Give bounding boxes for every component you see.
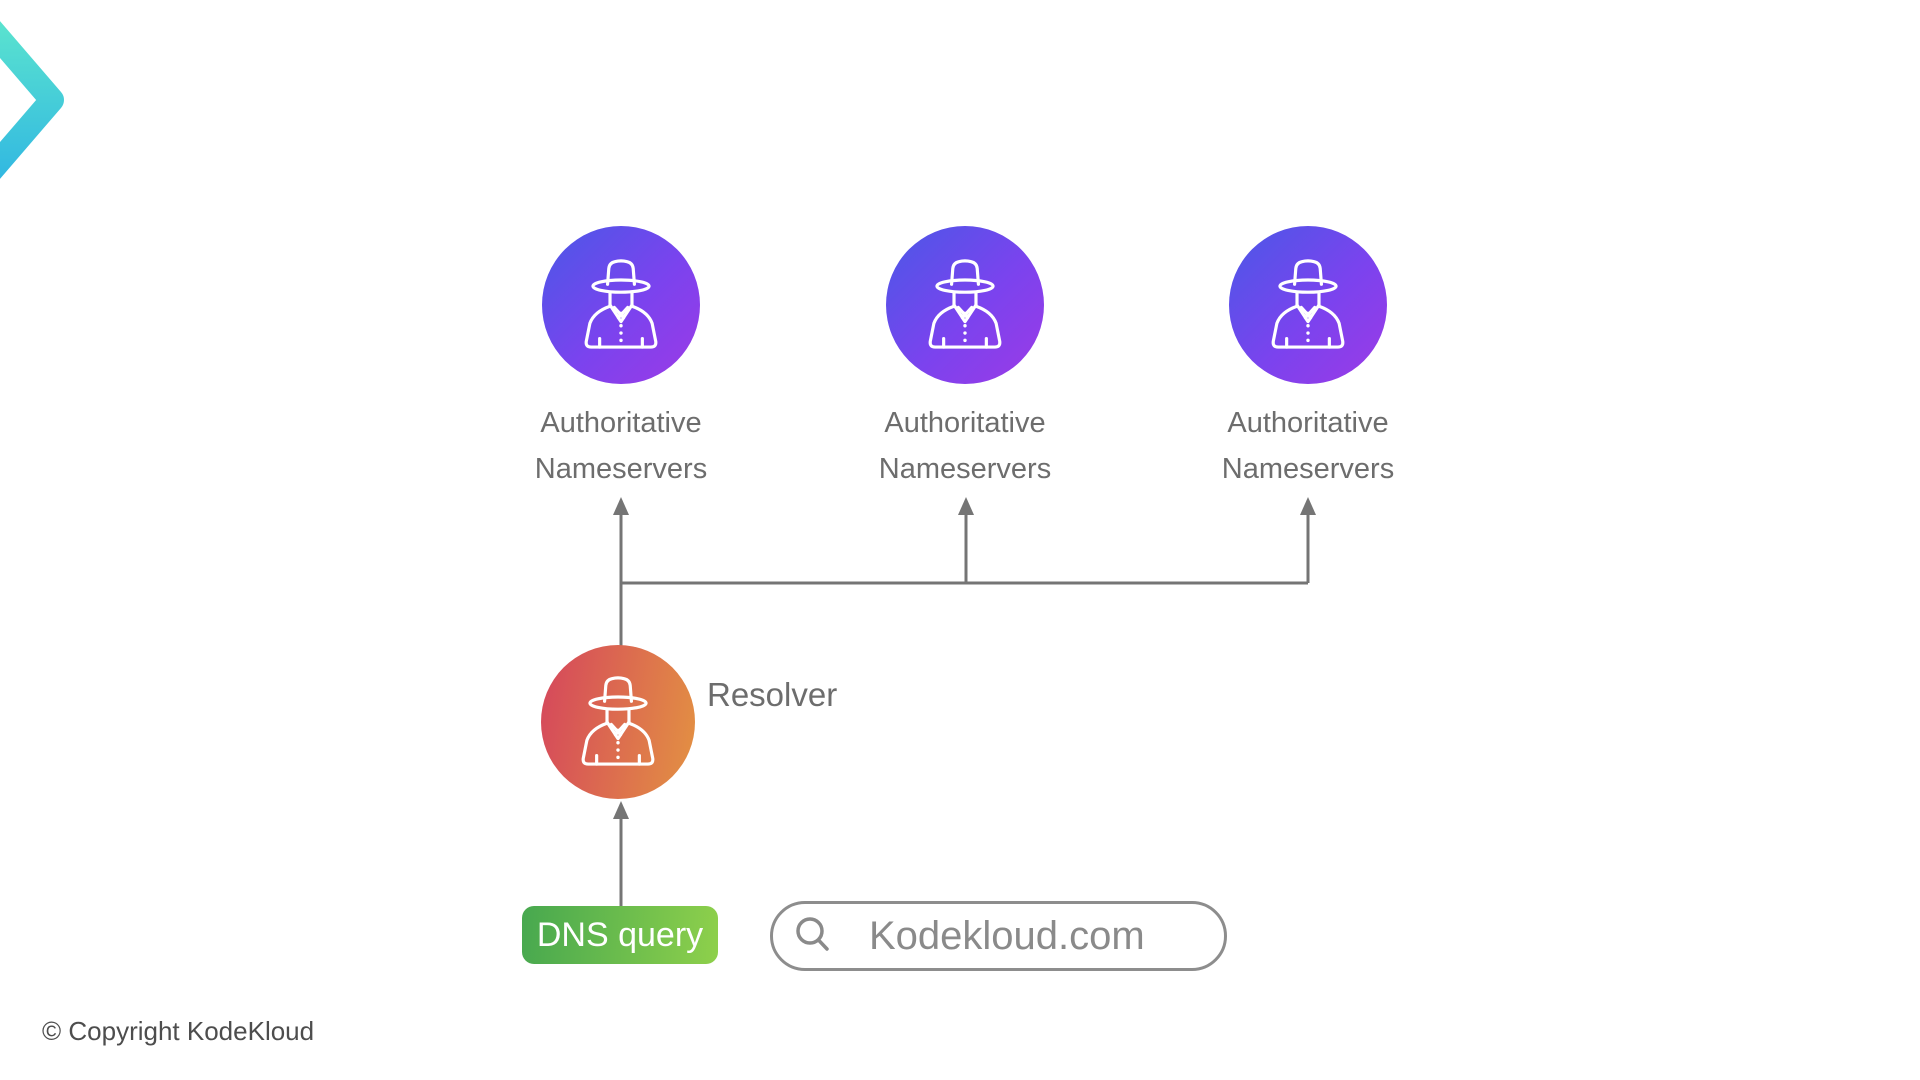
arrowhead-to-resolver (613, 801, 629, 819)
arrowhead-to-nameserver-3 (1300, 497, 1316, 515)
kodekloud-chevron-icon (0, 21, 64, 179)
authoritative-nameserver-3-label: Authoritative Nameservers (1148, 400, 1468, 492)
person-hat-icon (904, 244, 1026, 366)
magnifier-icon (796, 917, 829, 951)
copyright-text: © Copyright KodeKloud (42, 1016, 315, 1046)
label-line: Authoritative (884, 407, 1046, 439)
dns-query-label: DNS query (536, 915, 704, 954)
resolver-label: Resolver (707, 676, 838, 713)
person-hat-icon (1247, 244, 1369, 366)
label-line: Authoritative (1227, 407, 1389, 439)
search-query-text: Kodekloud.com (869, 913, 1145, 958)
authoritative-nameserver-3-circle (1229, 226, 1387, 384)
search-box: Kodekloud.com (770, 901, 1227, 971)
label-line: Authoritative (540, 407, 702, 439)
resolver-circle (541, 645, 695, 799)
authoritative-nameserver-1-label: Authoritative Nameservers (461, 400, 781, 492)
arrowhead-to-nameserver-1 (613, 497, 629, 515)
arrowhead-to-nameserver-2 (958, 497, 974, 515)
authoritative-nameserver-2-circle (886, 226, 1044, 384)
person-hat-icon (557, 661, 679, 783)
authoritative-nameserver-1-circle (542, 226, 700, 384)
dns-query-badge: DNS query (522, 906, 718, 964)
person-hat-icon (560, 244, 682, 366)
authoritative-nameserver-2-label: Authoritative Nameservers (805, 400, 1125, 492)
label-line: Nameservers (1221, 453, 1395, 485)
label-line: Nameservers (878, 453, 1052, 485)
label-line: Nameservers (534, 453, 708, 485)
